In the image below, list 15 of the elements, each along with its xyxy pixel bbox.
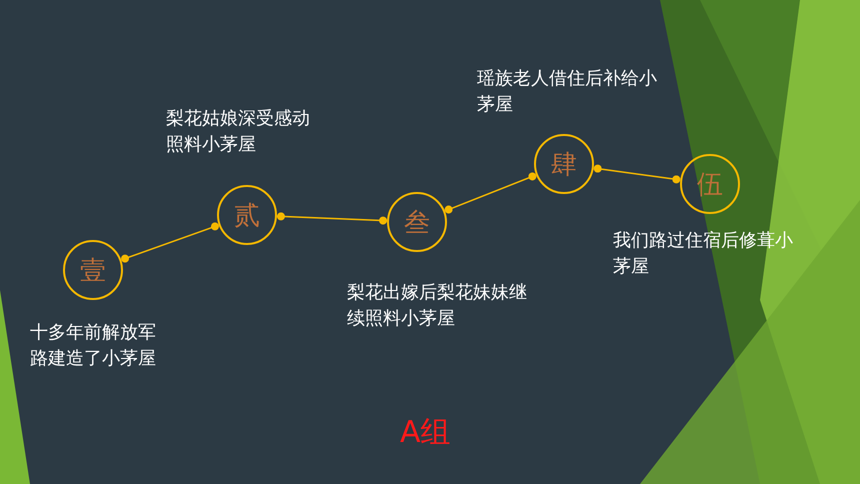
event-description: 梨花出嫁后梨花妹妹继续照料小茅屋 bbox=[347, 281, 528, 331]
connector-line bbox=[121, 222, 219, 263]
numeral-circle: 伍 bbox=[680, 154, 740, 214]
numeral-circle: 肆 bbox=[534, 134, 594, 194]
numeral-circle: 贰 bbox=[217, 185, 277, 245]
event-description: 十多年前解放军路建造了小茅屋 bbox=[30, 321, 157, 371]
event-description: 梨花姑娘深受感动照料小茅屋 bbox=[166, 107, 311, 157]
connector-line bbox=[444, 172, 536, 214]
connector-line bbox=[276, 212, 388, 225]
event-description: 瑶族老人借住后补给小茅屋 bbox=[477, 67, 657, 117]
numeral-circle: 叁 bbox=[387, 192, 447, 252]
event-description: 我们路过住宿后修葺小茅屋 bbox=[613, 229, 793, 279]
numeral-circle: 壹 bbox=[63, 240, 123, 300]
connector-line bbox=[594, 164, 680, 184]
group-label: A组 bbox=[400, 414, 451, 452]
